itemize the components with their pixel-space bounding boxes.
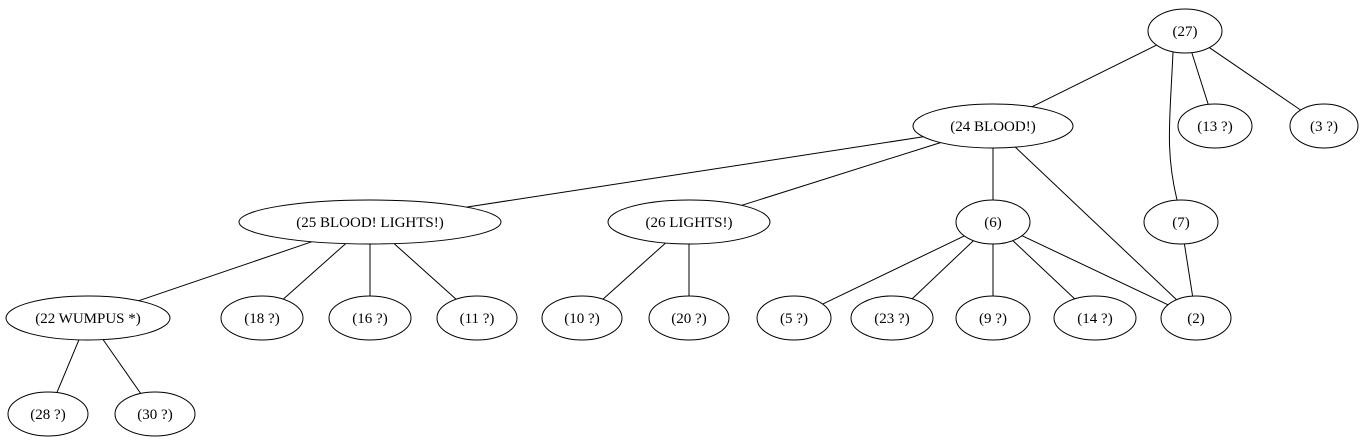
node-30-label: (30 ?) bbox=[137, 407, 172, 423]
node-20: (20 ?) bbox=[648, 295, 730, 341]
edge-25-22 bbox=[138, 241, 313, 302]
edge-24-26 bbox=[741, 142, 941, 206]
node-24: (24 BLOOD!) bbox=[912, 103, 1074, 149]
node-7-shape bbox=[1143, 199, 1219, 245]
node-10-label: (10 ?) bbox=[564, 311, 599, 327]
edge-7-2 bbox=[1183, 243, 1194, 297]
node-20-label: (20 ?) bbox=[671, 311, 706, 327]
node-22: (22 WUMPUS *) bbox=[5, 295, 171, 341]
node-18-shape bbox=[220, 295, 304, 341]
node-6-shape bbox=[955, 199, 1031, 245]
edge-25-18 bbox=[282, 243, 347, 300]
node-27: (27) bbox=[1147, 8, 1223, 54]
node-3-shape bbox=[1289, 103, 1359, 149]
node-25: (25 BLOOD! LIGHTS!) bbox=[238, 199, 502, 245]
edge-27-13 bbox=[1191, 52, 1209, 105]
node-20-shape bbox=[648, 295, 730, 341]
graph-edges bbox=[56, 44, 1301, 394]
node-2-label: (2) bbox=[1187, 311, 1205, 327]
node-9: (9 ?) bbox=[955, 295, 1031, 341]
edge-24-2 bbox=[1014, 146, 1177, 301]
node-7: (7) bbox=[1143, 199, 1219, 245]
node-14-label: (14 ?) bbox=[1077, 311, 1112, 327]
node-6-label: (6) bbox=[984, 215, 1002, 231]
node-26-label: (26 LIGHTS!) bbox=[645, 215, 732, 231]
node-18-label: (18 ?) bbox=[244, 311, 279, 327]
node-14: (14 ?) bbox=[1053, 295, 1137, 341]
node-16-label: (16 ?) bbox=[352, 311, 387, 327]
node-26-shape bbox=[607, 199, 771, 245]
node-30-shape bbox=[114, 391, 196, 437]
node-9-label: (9 ?) bbox=[979, 311, 1007, 327]
node-23: (23 ?) bbox=[850, 295, 934, 341]
node-28-label: (28 ?) bbox=[30, 407, 65, 423]
node-11-shape bbox=[436, 295, 518, 341]
node-25-shape bbox=[238, 199, 502, 245]
node-28: (28 ?) bbox=[7, 391, 89, 437]
node-22-label: (22 WUMPUS *) bbox=[35, 311, 141, 327]
node-14-shape bbox=[1053, 295, 1137, 341]
node-18: (18 ?) bbox=[220, 295, 304, 341]
node-11: (11 ?) bbox=[436, 295, 518, 341]
node-13-label: (13 ?) bbox=[1197, 119, 1232, 135]
node-30: (30 ?) bbox=[114, 391, 196, 437]
node-5-shape bbox=[756, 295, 832, 341]
node-22-shape bbox=[5, 295, 171, 341]
node-3: (3 ?) bbox=[1289, 103, 1359, 149]
node-26: (26 LIGHTS!) bbox=[607, 199, 771, 245]
node-16-shape bbox=[328, 295, 412, 341]
node-7-label: (7) bbox=[1172, 215, 1190, 231]
graph-nodes: (27) (24 BLOOD!) (13 ?) (3 ?) (25 BLOOD! LIG… bbox=[5, 8, 1359, 437]
node-11-label: (11 ?) bbox=[460, 311, 495, 327]
edge-22-28 bbox=[56, 339, 80, 393]
node-2-shape bbox=[1160, 295, 1232, 341]
node-28-shape bbox=[7, 391, 89, 437]
node-13: (13 ?) bbox=[1177, 103, 1253, 149]
edge-26-10 bbox=[602, 242, 666, 300]
node-10-shape bbox=[541, 295, 623, 341]
node-5-label: (5 ?) bbox=[780, 311, 808, 327]
node-5: (5 ?) bbox=[756, 295, 832, 341]
node-23-label: (23 ?) bbox=[874, 311, 909, 327]
node-24-shape bbox=[912, 103, 1074, 149]
node-6: (6) bbox=[955, 199, 1031, 245]
edge-22-30 bbox=[102, 339, 142, 394]
node-27-label: (27) bbox=[1173, 24, 1198, 40]
edge-6-14 bbox=[1012, 240, 1076, 300]
node-25-label: (25 BLOOD! LIGHTS!) bbox=[296, 215, 443, 231]
node-23-shape bbox=[850, 295, 934, 341]
edge-25-11 bbox=[393, 243, 457, 300]
node-2: (2) bbox=[1160, 295, 1232, 341]
edge-24-25 bbox=[466, 136, 924, 208]
edge-27-7 bbox=[1168, 51, 1178, 201]
node-24-label: (24 BLOOD!) bbox=[950, 119, 1035, 135]
node-27-shape bbox=[1147, 8, 1223, 54]
edge-6-2 bbox=[1021, 235, 1169, 306]
node-10: (10 ?) bbox=[541, 295, 623, 341]
edge-27-3 bbox=[1209, 47, 1301, 111]
node-13-shape bbox=[1177, 103, 1253, 149]
node-3-label: (3 ?) bbox=[1310, 119, 1338, 135]
node-16: (16 ?) bbox=[328, 295, 412, 341]
edge-6-23 bbox=[911, 240, 974, 300]
edge-6-5 bbox=[822, 235, 965, 305]
edge-27-24 bbox=[1031, 44, 1157, 108]
node-9-shape bbox=[955, 295, 1031, 341]
